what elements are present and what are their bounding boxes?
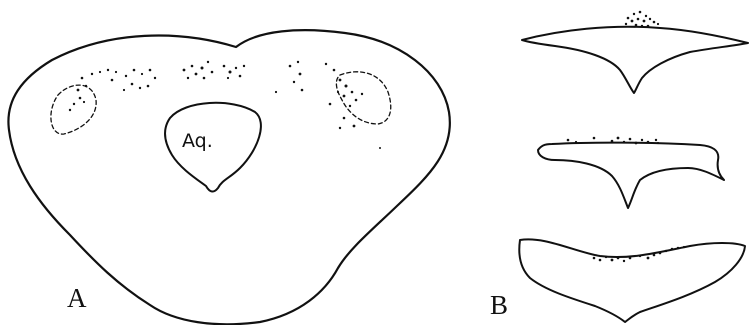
section-b2-outline [538,143,724,208]
cell-cluster-right [275,61,381,149]
panel-a-label: A [67,283,87,314]
nucleus-right-dashed [336,72,390,124]
cell-cluster-b1 [625,11,659,28]
panel-b-label: B [490,290,508,321]
section-b1-outline [522,27,748,93]
nucleus-left-dashed [51,85,96,134]
cell-cluster-left [69,69,156,112]
cell-cluster-b3 [593,246,685,262]
cell-cluster-center [183,61,246,79]
section-b3-outline [519,239,745,322]
aqueduct-outline [165,103,261,192]
aqueduct-label: Aq. [182,130,213,152]
